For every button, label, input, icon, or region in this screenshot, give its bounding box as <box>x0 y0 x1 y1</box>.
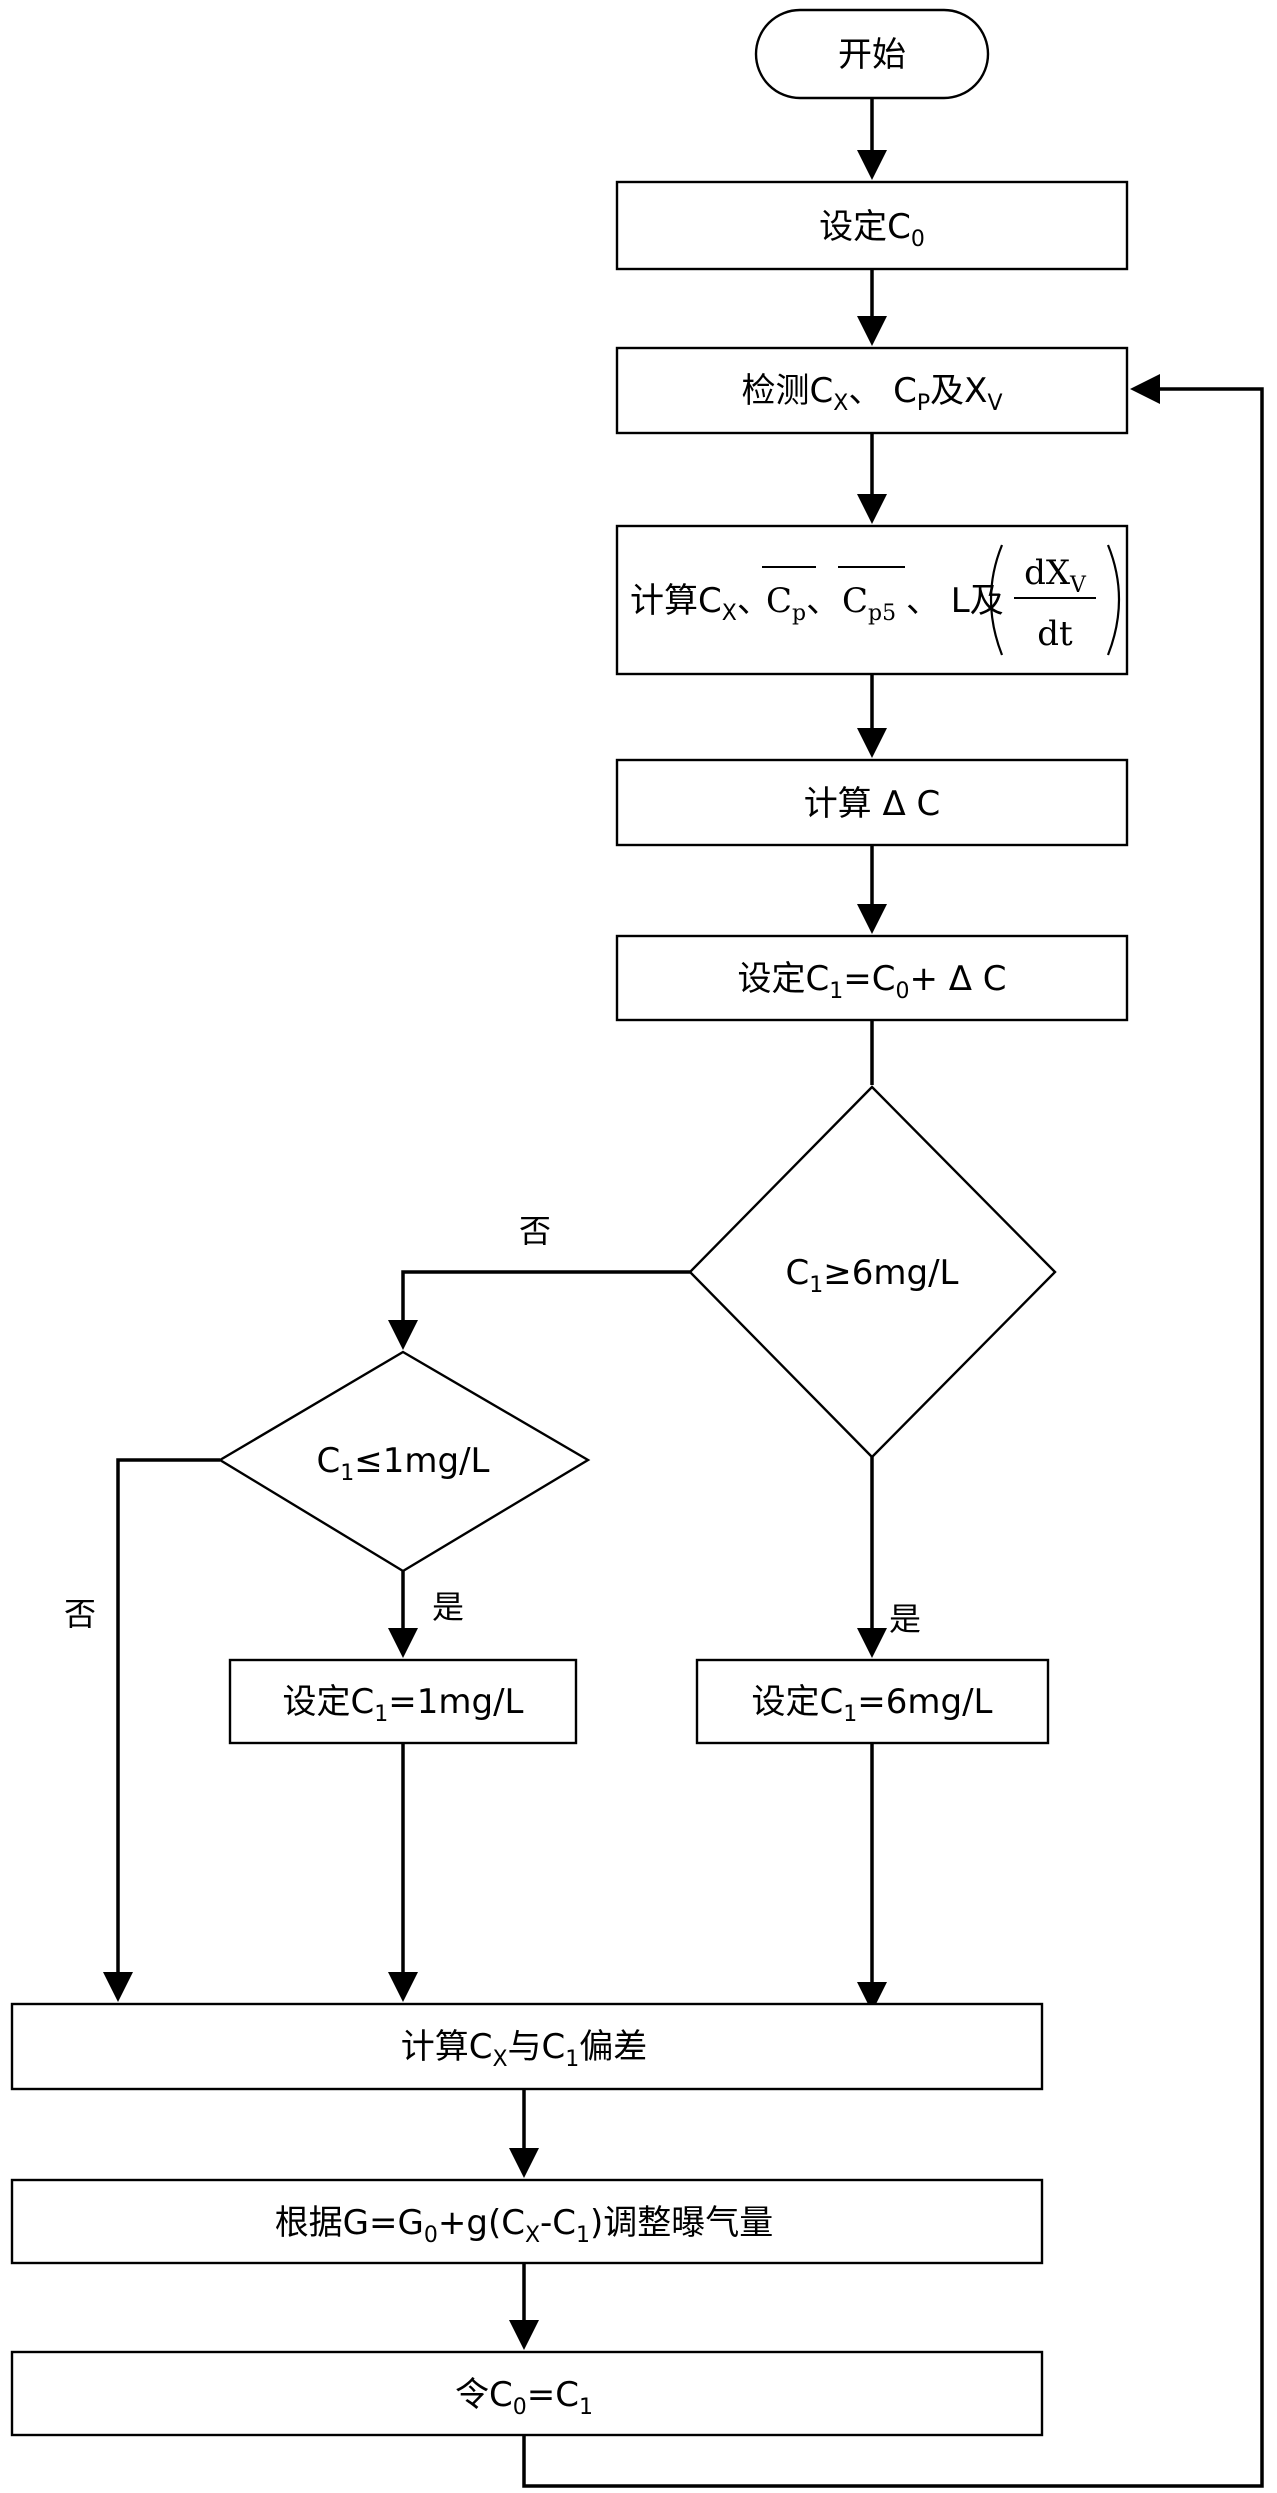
right-paren <box>1106 544 1121 656</box>
arrowhead <box>1130 374 1160 404</box>
arrowhead <box>857 728 887 758</box>
frac-numerator: dXV <box>1024 553 1087 598</box>
step-detect: 检测CX、 CP及XV <box>615 346 1129 435</box>
connectors <box>103 98 1264 2488</box>
flow-arrow-no <box>116 1458 220 1972</box>
label-yes-decision-6: 是 <box>889 1600 921 1638</box>
decision-c1-le-1: C1≤1mg/L <box>217 1350 591 1573</box>
step-set-c0: 设定C0 <box>615 180 1129 271</box>
arrowhead <box>388 1628 418 1658</box>
step-label: 检测CX、 CP及XV <box>741 371 1002 416</box>
arrowhead <box>388 1320 418 1350</box>
arrowhead <box>857 904 887 934</box>
arrowhead <box>857 316 887 346</box>
step-calc-means: 计算CX、 Cp、 Cp5 、 L及 dXV dt <box>615 524 1129 676</box>
decision-label: C1≤1mg/L <box>317 1441 490 1486</box>
step-label: 令C0=C1 <box>455 2375 593 2420</box>
step-set-6: 设定C1=6mg/L <box>695 1658 1050 1745</box>
arrowhead <box>388 1972 418 2002</box>
label-no-decision-6: 否 <box>519 1212 551 1250</box>
step-label: 设定C1=6mg/L <box>752 1682 993 1727</box>
step-label: 计算CX与C1偏差 <box>401 2027 648 2072</box>
label-no-decision-1: 否 <box>64 1595 96 1633</box>
arrowhead <box>103 1972 133 2002</box>
feedback-loop <box>522 387 1264 2488</box>
arrowhead <box>509 2320 539 2350</box>
label-yes-decision-1: 是 <box>432 1588 464 1626</box>
arrowhead <box>509 2148 539 2178</box>
left-paren <box>989 544 1004 656</box>
step-label: 根据G=G0+g(CX-C1)调整曝气量 <box>275 2203 774 2248</box>
arrowhead <box>857 1982 887 2012</box>
step-calc-deviation: 计算CX与C1偏差 <box>10 2002 1044 2091</box>
step-calc-delta: 计算 Δ C <box>615 758 1129 847</box>
step-label: 设定C1=1mg/L <box>283 1682 524 1727</box>
start-node: 开始 <box>754 8 990 100</box>
step-label: 计算 Δ C <box>804 784 941 824</box>
calc-label-cx: 计算CX、 <box>630 581 771 626</box>
step-label: 设定C1=C0+ Δ C <box>737 959 1006 1004</box>
step-set-c1: 设定C1=C0+ Δ C <box>615 934 1129 1022</box>
flow-arrow-no <box>401 1270 690 1320</box>
step-label: 设定C0 <box>819 207 925 252</box>
frac-denominator: dt <box>1037 614 1073 654</box>
step-update-c0: 令C0=C1 <box>10 2350 1044 2437</box>
calc-label-l: 、 L及 <box>906 581 1004 621</box>
arrowhead <box>857 150 887 180</box>
decision-label: C1≥6mg/L <box>786 1253 959 1298</box>
calc-label-cp5: Cp5 <box>842 581 896 626</box>
start-label: 开始 <box>838 35 906 75</box>
step-adjust-aeration: 根据G=G0+g(CX-C1)调整曝气量 <box>10 2178 1044 2265</box>
arrowhead <box>857 494 887 524</box>
decision-c1-ge-6: C1≥6mg/L <box>688 1085 1057 1459</box>
step-set-1: 设定C1=1mg/L <box>228 1658 578 1745</box>
calc-label-cp: Cp、 <box>766 581 840 626</box>
arrowhead <box>857 1628 887 1658</box>
